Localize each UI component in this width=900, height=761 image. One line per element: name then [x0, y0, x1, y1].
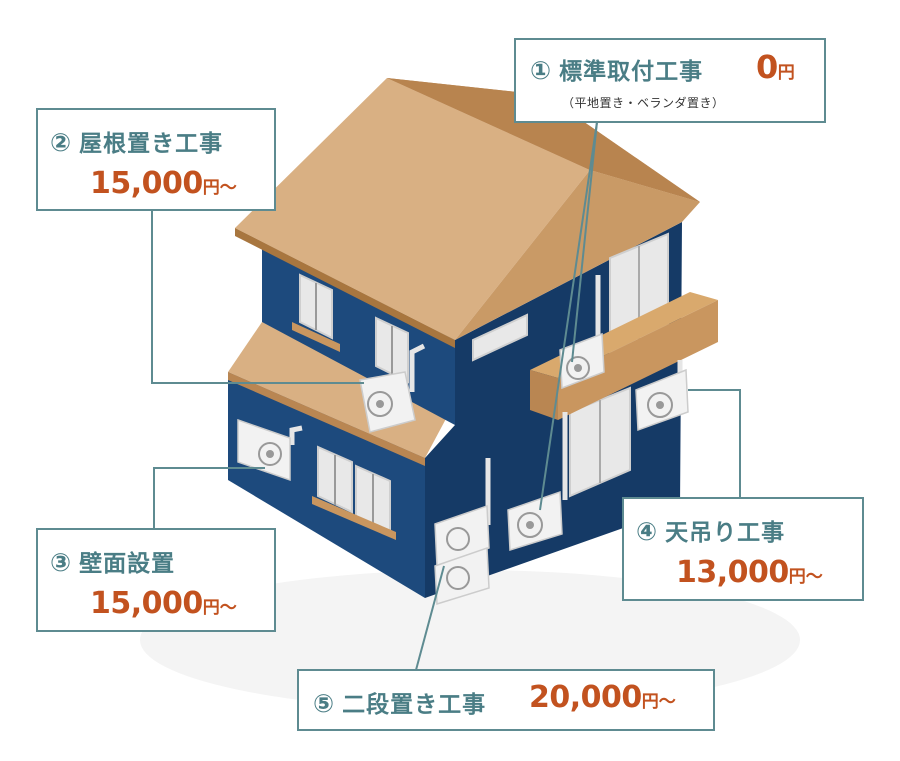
- callout-title: 標準取付工事: [559, 59, 704, 85]
- ac-unit-wall: [237, 418, 291, 482]
- vent-window: [472, 313, 528, 362]
- upper-window-2: [375, 316, 409, 384]
- leader-line-4: [688, 389, 741, 498]
- callout-number: ①: [530, 56, 552, 85]
- upper-window-1: [292, 273, 340, 352]
- callout-unit: 円: [777, 63, 795, 83]
- callout-price: 0: [756, 48, 778, 86]
- callout-price: 20,000: [529, 680, 642, 715]
- callout-price: 15,000: [90, 586, 203, 621]
- leader-line-3: [153, 467, 265, 528]
- main-roof-ridge: [387, 78, 700, 202]
- callout-number: ⑤: [313, 689, 335, 718]
- callout-wall-install: ③ 壁面設置 15,000円〜: [36, 528, 276, 632]
- callout-note: （平地置き・ベランダ置き）: [562, 96, 725, 110]
- callout-number: ④: [636, 517, 658, 546]
- callout-unit: 円〜: [202, 178, 237, 198]
- callout-title: 天吊り工事: [665, 520, 786, 546]
- ac-unit-ceiling: [635, 368, 689, 432]
- callout-number: ②: [50, 128, 72, 157]
- callout-ceiling-install: ④ 天吊り工事 13,000円〜: [622, 497, 864, 601]
- callout-standard-install: ① 標準取付工事 0円 （平地置き・ベランダ置き）: [514, 38, 826, 123]
- callout-unit: 円〜: [788, 567, 823, 587]
- callout-unit: 円〜: [641, 692, 676, 712]
- lower-window-1: [312, 445, 396, 540]
- ac-unit-stacked: [434, 504, 490, 605]
- callout-title: 屋根置き工事: [79, 131, 224, 157]
- main-roof-left: [235, 78, 590, 340]
- ac-unit-balcony: [559, 332, 605, 390]
- callout-unit: 円〜: [202, 598, 237, 618]
- lower-wing-roof-edge: [228, 372, 425, 466]
- callout-title: 壁面設置: [79, 551, 176, 577]
- callout-roof-install: ② 屋根置き工事 15,000円〜: [36, 108, 276, 211]
- callout-price: 15,000: [90, 166, 203, 201]
- callout-number: ③: [50, 548, 72, 577]
- leader-line-1b: [571, 121, 598, 363]
- right-lower-window: [569, 386, 631, 498]
- leader-line-1a: [539, 121, 598, 511]
- main-roof-eave: [235, 228, 455, 348]
- leader-line-5: [415, 565, 445, 671]
- leader-line-2: [151, 210, 364, 384]
- callout-price: 13,000: [676, 555, 789, 590]
- ac-unit-roof: [359, 371, 416, 433]
- callout-title: 二段置き工事: [342, 692, 487, 718]
- callout-stacked-install: ⑤ 二段置き工事 20,000円〜: [297, 669, 715, 731]
- pipes: [289, 275, 683, 525]
- leader-lines: [151, 121, 741, 671]
